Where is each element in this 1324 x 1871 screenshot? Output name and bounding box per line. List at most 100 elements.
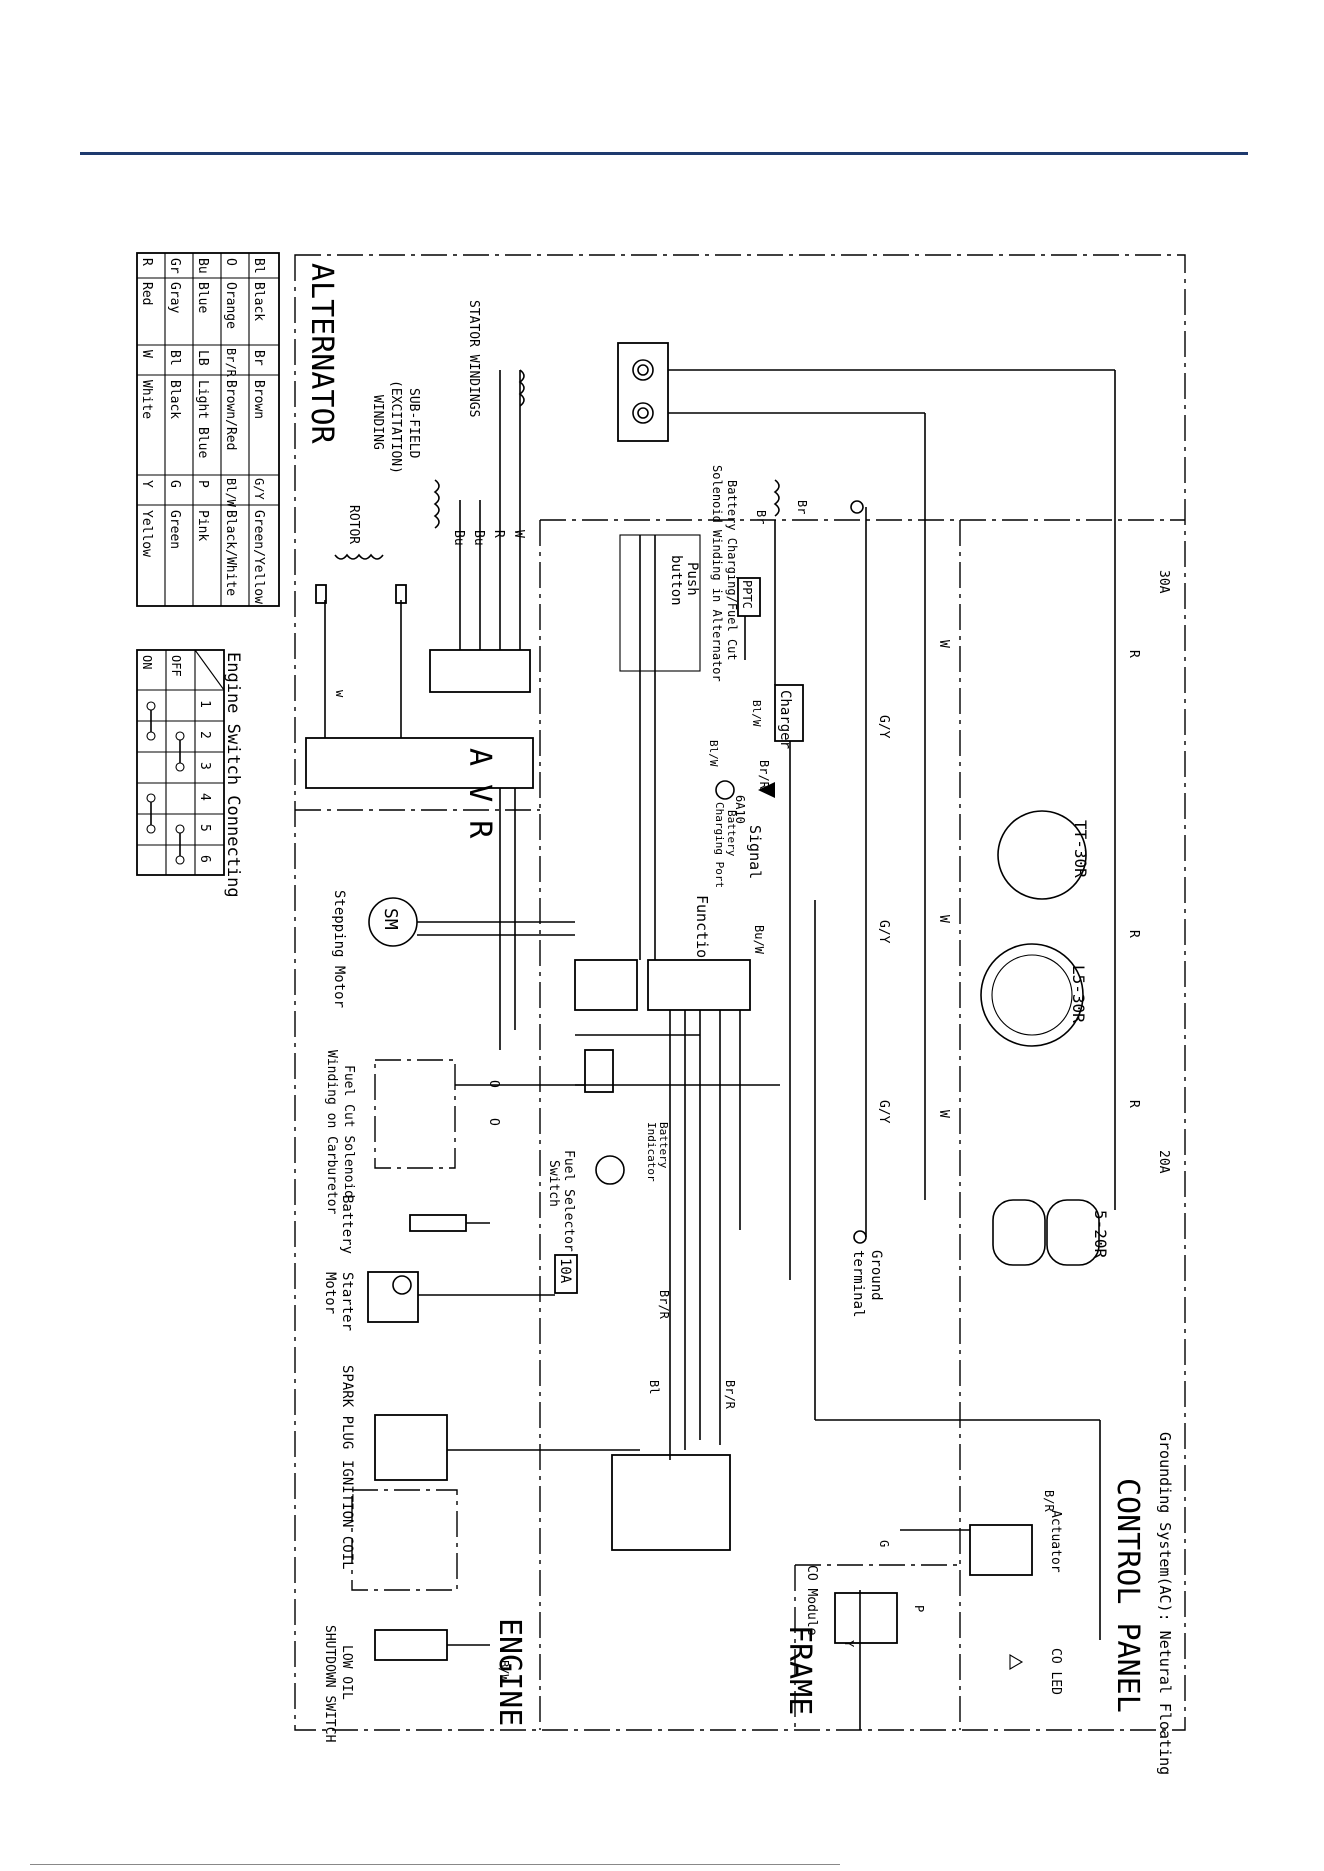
- stator-coil: [518, 369, 525, 407]
- wire-label: Br/R: [757, 760, 771, 790]
- charge-port-label-1: Battery: [725, 810, 738, 857]
- legend-code: Bu: [195, 258, 210, 274]
- rotor-label: ROTOR: [346, 505, 361, 544]
- wire-label: Br: [795, 500, 809, 514]
- engine-switch-col: 3: [197, 762, 212, 770]
- battery-symbol: [409, 1214, 467, 1232]
- legend-name: Black/White: [223, 510, 238, 596]
- breaker-30a-label: 30A: [1156, 570, 1171, 594]
- co-led-icon: [1009, 1654, 1024, 1670]
- avr-connector: [429, 649, 531, 693]
- stator-terminal-block: [617, 342, 669, 442]
- ignition-coil: [374, 1414, 448, 1481]
- legend-code: Bl: [251, 258, 266, 274]
- legend-code: Y: [139, 480, 154, 488]
- battery-label: Battery: [339, 1195, 355, 1254]
- wire-label: O: [486, 1080, 501, 1088]
- legend-name: White: [139, 380, 154, 419]
- charge-port-label-2: Charging Port: [713, 802, 726, 888]
- rotor-brush: [315, 584, 327, 604]
- wire-label: R: [1126, 930, 1141, 938]
- avr-module: [305, 737, 534, 789]
- 5-20r-label: 5-20R: [1091, 1210, 1110, 1259]
- legend-code: Br: [251, 350, 266, 366]
- legend-code: R: [139, 258, 154, 266]
- fuel-cut-label-2: Winding on Carburetor: [324, 1050, 339, 1215]
- legend-code: Bl/W: [224, 478, 238, 508]
- engine-switch-col: 2: [197, 731, 212, 739]
- charger-box: [774, 684, 804, 742]
- legend-code: Br/R: [224, 348, 238, 378]
- wire-label: Br: [754, 510, 768, 524]
- wire-label: P: [912, 1605, 926, 1612]
- battery-indicator-label-1: Battery: [657, 1122, 670, 1169]
- 5-20r-outlet: [992, 1199, 1046, 1266]
- signal-label: Signal: [746, 825, 764, 879]
- breaker-20a-label: 20A: [1156, 1150, 1171, 1174]
- fuel-cut-label-1: Fuel Cut Solenoid: [341, 1065, 356, 1198]
- wire-label: w: [333, 690, 347, 698]
- tt30r-receptacle: [997, 810, 1087, 900]
- engine-switch-col: 6: [197, 855, 212, 863]
- push-button-label-1: Push: [684, 562, 700, 596]
- batt-winding-label-1: Battery Charging/Fuel Cut: [725, 480, 739, 661]
- wire-label: Bu/W: [752, 925, 766, 955]
- l530r-receptacle: [980, 943, 1084, 1047]
- wire-label: B/W: [497, 1660, 511, 1682]
- avr-label: A V R: [462, 748, 497, 839]
- fuse-10a-label: 10A: [557, 1258, 573, 1284]
- engine-switch-col: 5: [197, 824, 212, 832]
- co-led-label: CO LED: [1048, 1648, 1063, 1695]
- legend-code: W: [139, 350, 154, 358]
- legend-name: Blue: [195, 282, 210, 313]
- legend-name: Pink: [195, 510, 210, 541]
- function-connector: [647, 959, 751, 1011]
- legend-name: Red: [139, 282, 154, 305]
- legend-code: LB: [195, 350, 210, 366]
- stepping-motor-symbol: SM: [380, 908, 401, 930]
- wire-label: Bl: [647, 1380, 661, 1394]
- ignition-coil-label: IGNITION COIL: [339, 1460, 355, 1570]
- wire-label: R: [1126, 650, 1141, 658]
- fuel-cut-solenoid-box: [374, 1059, 456, 1169]
- ignition-module: [351, 1489, 458, 1591]
- color-legend-table: [136, 252, 280, 607]
- fuel-selector-label-2: Switch: [546, 1160, 561, 1207]
- stator-label: STATOR WINDINGS: [466, 300, 481, 417]
- wire-label: O: [486, 1118, 501, 1126]
- legend-name: Black: [167, 380, 182, 419]
- engine-switch-table: [136, 649, 225, 876]
- wire-label: Bu: [471, 530, 486, 546]
- wire-label: W: [936, 1110, 951, 1118]
- subfield-label-3: WINDING: [370, 395, 385, 450]
- ground-terminal-label-2: terminal: [850, 1250, 866, 1317]
- legend-name: Green/Yellow: [251, 510, 266, 604]
- wire-label: G/Y: [876, 1100, 891, 1124]
- wire-label: Bl/W: [750, 700, 763, 727]
- wire-label: Br/R: [657, 1290, 671, 1320]
- diode-label: 6A10: [733, 795, 747, 824]
- wire-label: R: [1126, 1100, 1141, 1108]
- section-engine: ENGINE: [492, 1618, 527, 1726]
- ground-terminal: [853, 1230, 867, 1244]
- engine-key-switch: [611, 1454, 731, 1551]
- tt30r-label: TT-30R: [1071, 820, 1090, 878]
- charger-label: Charger: [777, 690, 793, 749]
- fuel-selector-switch: [595, 1155, 625, 1185]
- outer-frame: [294, 254, 1186, 1731]
- starter-motor: [367, 1271, 419, 1323]
- diode-6a10: [758, 782, 775, 798]
- wire-label: Bu: [451, 530, 466, 546]
- wire-label: W: [511, 530, 526, 538]
- engine-switch-col: 1: [197, 700, 212, 708]
- l530r-label: L5-30R: [1069, 965, 1088, 1023]
- legend-code: P: [195, 480, 210, 488]
- charging-port-icon: [715, 780, 735, 800]
- header-rule: [80, 152, 1248, 155]
- legend-code: Gr: [167, 258, 182, 274]
- wiring: [324, 369, 1116, 1730]
- ground-terminal: [850, 500, 864, 514]
- section-control-panel: CONTROL PANEL: [1110, 1478, 1145, 1713]
- starter-label-1: Starter: [339, 1272, 355, 1331]
